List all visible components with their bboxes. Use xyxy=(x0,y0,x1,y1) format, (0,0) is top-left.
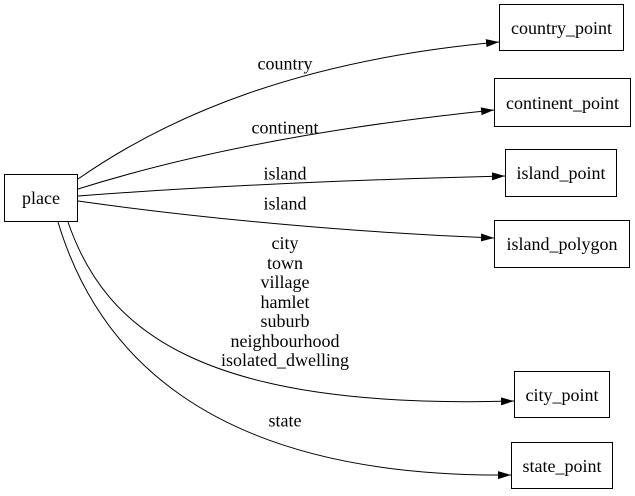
node-label-island_polygon: island_polygon xyxy=(506,234,618,254)
node-city_point: city_point xyxy=(514,371,610,418)
node-state_point: state_point xyxy=(511,442,613,489)
edge-label-country_point: country xyxy=(257,53,313,74)
node-island_polygon: island_polygon xyxy=(494,220,630,268)
edge-place-state_point xyxy=(57,221,512,480)
node-place: place xyxy=(4,174,78,222)
edge-label-island_point: island xyxy=(263,163,307,184)
node-label-continent_point: continent_point xyxy=(506,92,619,113)
edge-place-island_point xyxy=(77,172,506,197)
edge-place-island_polygon xyxy=(77,200,495,242)
node-label-city_point: city_point xyxy=(525,384,599,405)
edge-label-state_point: state xyxy=(268,410,302,431)
node-continent_point: continent_point xyxy=(494,78,631,127)
edge-label-city_point: city town village hamlet suburb neighbou… xyxy=(221,232,349,370)
node-label-country_point: country_point xyxy=(511,17,612,38)
edge-place-country_point xyxy=(77,39,500,180)
edge-place-continent_point xyxy=(77,107,495,190)
node-island_point: island_point xyxy=(505,149,617,197)
edge-label-continent_point: continent xyxy=(251,117,319,138)
edge-label-island_polygon: island xyxy=(263,193,307,214)
node-label-island_point: island_point xyxy=(516,163,606,183)
node-label-place: place xyxy=(22,188,60,208)
edge-place-city_point xyxy=(67,221,515,406)
node-label-state_point: state_point xyxy=(522,455,602,476)
node-country_point: country_point xyxy=(499,4,624,51)
